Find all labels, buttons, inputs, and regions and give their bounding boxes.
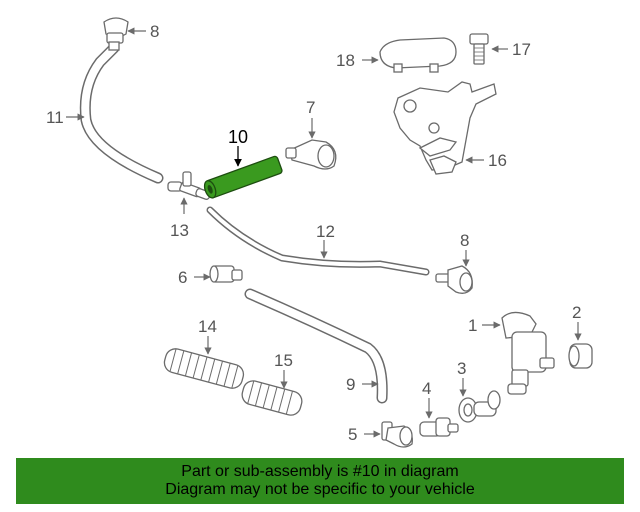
cover-18[interactable] [379, 37, 457, 73]
nozzle-8-top[interactable] [103, 17, 129, 51]
label-8-right: 8 [460, 231, 469, 250]
label-1: 1 [468, 316, 477, 335]
label-2: 2 [572, 303, 581, 322]
label-6: 6 [178, 268, 187, 287]
label-3: 3 [457, 359, 466, 378]
label-10: 10 [228, 127, 248, 147]
label-4: 4 [422, 379, 431, 398]
banner-line-2: Diagram may not be specific to your vehi… [165, 481, 475, 498]
hose-10[interactable] [202, 155, 283, 200]
grommet-3[interactable] [458, 390, 501, 423]
connector-6[interactable] [209, 265, 243, 283]
label-17: 17 [512, 40, 531, 59]
label-8-top: 8 [150, 22, 159, 41]
label-5: 5 [348, 425, 357, 444]
bracket-16[interactable] [393, 81, 497, 175]
label-9: 9 [346, 375, 355, 394]
sleeve-14[interactable] [162, 347, 245, 391]
cap-2[interactable] [568, 343, 593, 369]
label-14: 14 [198, 317, 217, 336]
nozzle-8-right[interactable] [435, 265, 473, 294]
label-18: 18 [336, 51, 355, 70]
label-16: 16 [488, 151, 507, 170]
label-13: 13 [170, 221, 189, 240]
sleeve-15[interactable] [240, 379, 304, 418]
connector-5[interactable] [381, 421, 413, 448]
hose-11[interactable] [79, 42, 164, 184]
label-15: 15 [274, 351, 293, 370]
hose-12[interactable] [206, 206, 430, 276]
nozzle-7[interactable] [285, 139, 337, 170]
label-12: 12 [316, 222, 335, 241]
pump-1[interactable] [501, 311, 555, 395]
label-11: 11 [46, 108, 64, 127]
hose-9[interactable] [244, 288, 388, 404]
info-banner: Part or sub-assembly is #10 in diagram D… [16, 458, 624, 504]
banner-line-1: Part or sub-assembly is #10 in diagram [181, 463, 459, 480]
fitting-4[interactable] [419, 417, 459, 437]
label-7: 7 [306, 98, 315, 117]
parts-diagram: 8 11 13 10 7 12 8 [46, 17, 593, 448]
bolt-17[interactable] [469, 33, 489, 65]
